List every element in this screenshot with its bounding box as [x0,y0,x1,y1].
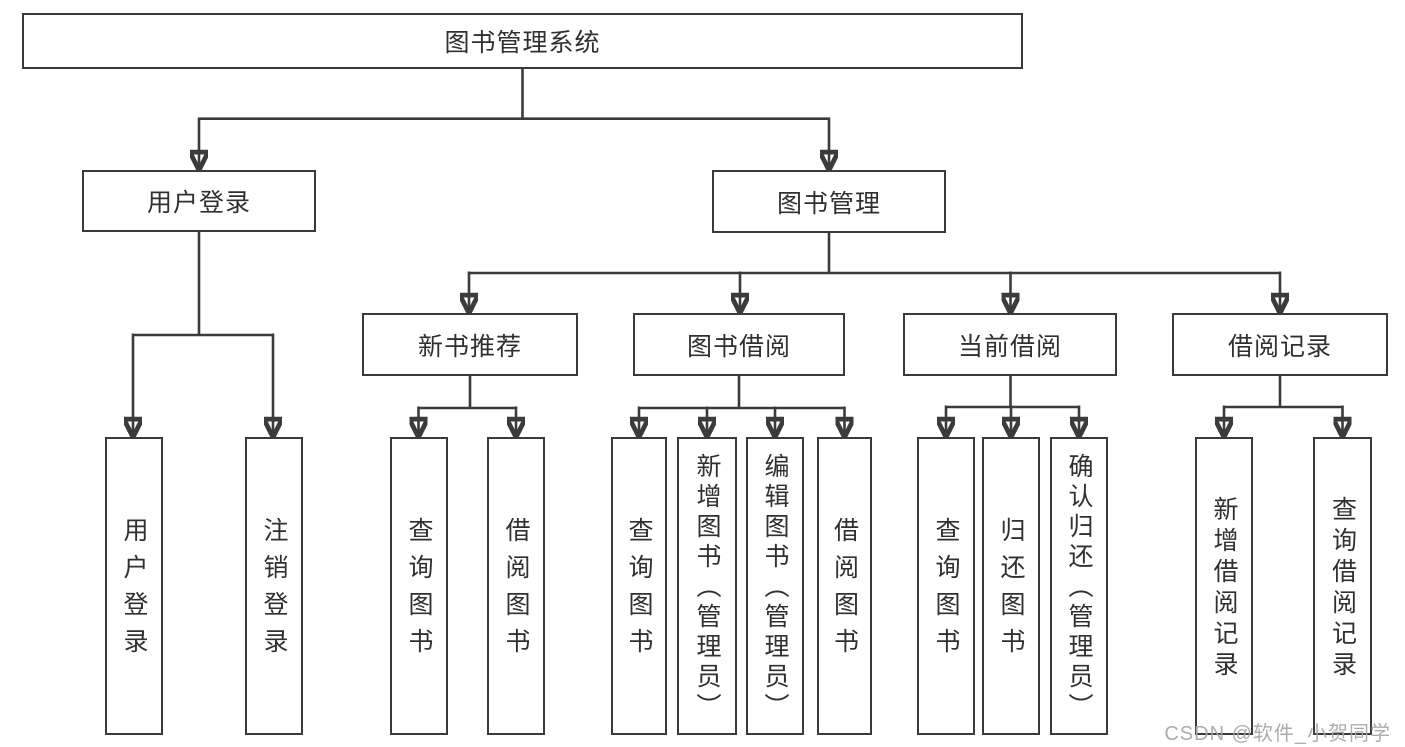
leaf-recd-query-record: 查询借阅记录 [1313,437,1372,735]
node-new-book-rec-label: 新书推荐 [417,332,522,361]
leaf-rec-query-books: 查询图书 [390,437,448,735]
node-new-book-rec: 新书推荐 [362,313,578,376]
leaf-bor-add-books-admin: 新增图书（管理员） [677,437,737,735]
edge-newbookrec-trunk [418,375,516,410]
edge-root-trunk [199,67,829,120]
leaf-bor-edit-books-admin-label: 编辑图书（管理员） [761,453,789,723]
node-user-login: 用户登录 [82,170,316,232]
node-current-borrow-label: 当前借阅 [957,332,1062,361]
node-book-borrow: 图书借阅 [633,313,845,376]
leaf-recd-add-record: 新增借阅记录 [1195,437,1253,735]
edge-userlogin-trunk [133,231,273,337]
leaf-user-login: 用户登录 [105,437,163,735]
leaf-rec-borrow-books-label: 借阅图书 [502,517,530,665]
leaf-bor-borrow-books-label: 借阅图书 [830,517,859,665]
edge-bookmgmt-trunk [469,233,1280,275]
edge-currentborrow-trunk [946,375,1079,409]
leaf-cur-confirm-return-admin: 确认归还（管理员） [1050,437,1108,735]
edge-borrowrecords-trunk [1224,375,1343,409]
leaf-bor-edit-books-admin: 编辑图书（管理员） [746,437,804,735]
leaf-bor-add-books-admin-label: 新增图书（管理员） [693,453,721,723]
leaf-cur-return-books: 归还图书 [982,437,1040,735]
leaf-logout-label: 注销登录 [260,517,288,665]
leaf-recd-query-record-label: 查询借阅记录 [1328,495,1357,682]
node-borrow-records-label: 借阅记录 [1227,332,1332,361]
leaf-rec-query-books-label: 查询图书 [405,517,433,665]
node-book-mgmt-label: 图书管理 [776,189,881,218]
leaf-cur-query-books: 查询图书 [917,437,975,735]
leaf-bor-query-books-label: 查询图书 [625,517,653,665]
node-current-borrow: 当前借阅 [903,313,1117,376]
edge-bookborrow-trunk [639,375,845,410]
node-book-mgmt: 图书管理 [712,170,946,233]
leaf-bor-query-books: 查询图书 [611,437,667,735]
node-user-login-label: 用户登录 [146,189,251,217]
leaf-bor-borrow-books: 借阅图书 [817,437,872,735]
node-borrow-records: 借阅记录 [1172,313,1388,376]
leaf-cur-confirm-return-admin-label: 确认归还（管理员） [1065,453,1093,723]
node-root: 图书管理系统 [22,13,1023,69]
csdn-watermark: CSDN @软件_小贺同学 [1164,723,1391,745]
leaf-cur-query-books-label: 查询图书 [932,517,960,665]
node-book-borrow-label: 图书借阅 [686,332,791,361]
leaf-rec-borrow-books: 借阅图书 [487,437,545,735]
node-root-label: 图书管理系统 [444,29,601,57]
leaf-logout: 注销登录 [245,437,303,735]
leaf-cur-return-books-label: 归还图书 [997,517,1025,665]
leaf-user-login-label: 用户登录 [120,517,148,665]
leaf-recd-add-record-label: 新增借阅记录 [1210,495,1238,682]
